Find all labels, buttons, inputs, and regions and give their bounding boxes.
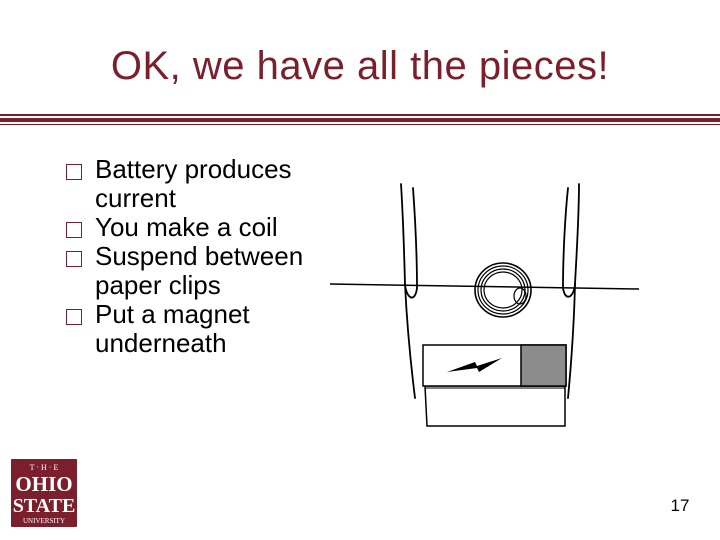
slide-title: OK, we have all the pieces! (110, 44, 610, 88)
bullet-item: Suspend between paper clips (66, 242, 336, 300)
logo-university: UNIVERSITY (23, 517, 65, 525)
magnet-illustration (422, 344, 567, 387)
divider-line-thin-bottom (0, 124, 720, 125)
coil-illustration (474, 262, 532, 318)
logo-ohio: OHIO (15, 472, 72, 496)
ohio-state-logo: T · H · E OHIO STATE UNIVERSITY (11, 459, 77, 527)
bullet-text: Put a magnet underneath (95, 299, 250, 358)
logo-the: T · H · E (30, 463, 59, 472)
bullet-text: You make a coil (95, 212, 278, 242)
page-number: 17 (670, 496, 690, 515)
logo-state: STATE (13, 495, 76, 517)
bullet-item: Battery produces current (66, 155, 336, 213)
motor-illustration (329, 183, 640, 427)
bullet-text: Suspend between paper clips (95, 241, 304, 300)
bullet-list: Battery produces current You make a coil… (66, 155, 336, 358)
checkbox-bullet-icon (66, 251, 82, 267)
checkbox-bullet-icon (66, 164, 82, 180)
checkbox-bullet-icon (66, 222, 82, 238)
battery-illustration (424, 385, 566, 427)
divider-line-thin-top (0, 114, 720, 116)
checkbox-bullet-icon (66, 309, 82, 325)
bullet-item: You make a coil (66, 213, 336, 242)
right-paperclip-illustration (562, 183, 580, 399)
bullet-text: Battery produces current (95, 154, 292, 213)
left-paperclip-illustration (400, 183, 418, 399)
bullet-item: Put a magnet underneath (66, 300, 336, 358)
divider-line-thick (0, 118, 720, 122)
